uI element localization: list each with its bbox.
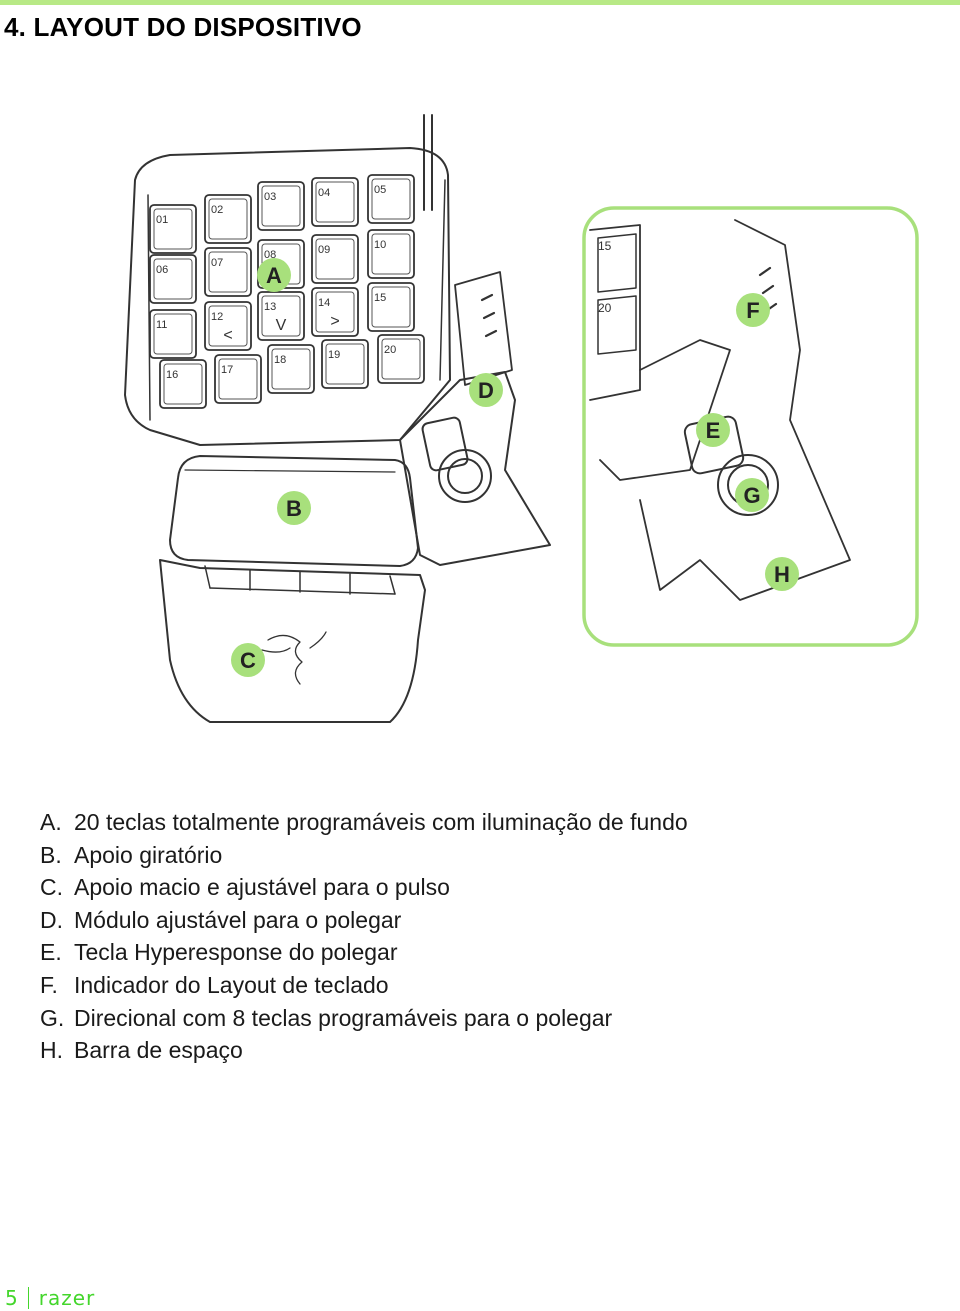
callout-g: G: [735, 478, 769, 512]
svg-text:H: H: [774, 562, 790, 587]
cable: [423, 114, 433, 211]
legend-item-h: H.Barra de espaço: [40, 1037, 243, 1064]
key-18: 18: [267, 344, 315, 394]
key-label: 09: [318, 244, 330, 256]
legend-item-f: F.Indicador do Layout de teclado: [40, 971, 389, 998]
callout-d: D: [469, 373, 503, 407]
svg-text:G: G: [743, 483, 760, 508]
brand-logo: razer: [38, 1286, 96, 1310]
legend-item-e: E.Tecla Hyperesponse do polegar: [40, 939, 398, 966]
svg-text:F: F: [746, 298, 759, 323]
key-07: 07: [204, 247, 252, 297]
key-11: 11: [149, 309, 197, 359]
key-04: 04: [311, 177, 359, 227]
key-09: 09: [311, 234, 359, 284]
key-16: 16: [159, 359, 207, 409]
key-label: 18: [274, 354, 286, 366]
key-19: 19: [321, 339, 369, 389]
key-10: 10: [367, 229, 415, 279]
legend-item-d: D.Módulo ajustável para o polegar: [40, 906, 402, 933]
wrist-rest: [159, 559, 426, 723]
key-label: 08: [264, 249, 276, 261]
key-label: 14: [318, 297, 330, 309]
key-15: 15: [367, 282, 415, 332]
page-number: 5: [5, 1286, 18, 1310]
key-label: 20: [384, 344, 396, 356]
header-accent-bar: [0, 0, 960, 5]
svg-text:A: A: [266, 263, 282, 288]
svg-text:B: B: [286, 496, 302, 521]
callout-f: F: [736, 293, 770, 327]
callouts: A B C D E F G H: [231, 258, 799, 677]
key-02: 02: [204, 194, 252, 244]
callout-e: E: [696, 413, 730, 447]
key-label: 11: [156, 319, 167, 331]
legend-item-c: C.Apoio macio e ajustável para o pulso: [40, 874, 450, 901]
inset-key-20: 20: [598, 301, 612, 315]
inset-frame: [582, 206, 919, 647]
component-legend: A.20 teclas totalmente programáveis com …: [40, 806, 688, 1067]
key-label: 02: [211, 204, 223, 216]
key-arrow: >: [330, 313, 339, 330]
legend-item-a: A.20 teclas totalmente programáveis com …: [40, 809, 688, 835]
key-12: 12<: [204, 301, 252, 351]
callout-b: B: [277, 491, 311, 525]
legend-item-b: B.Apoio giratório: [40, 841, 223, 868]
callout-a: A: [257, 258, 291, 292]
key-label: 19: [328, 349, 340, 361]
main-body: [124, 147, 451, 446]
key-05: 05: [367, 174, 415, 224]
key-arrow: V: [276, 317, 287, 334]
svg-text:E: E: [706, 418, 721, 443]
legend-item-g: G.Direcional com 8 teclas programáveis p…: [40, 1004, 613, 1031]
key-arrow: <: [223, 327, 232, 344]
key-label: 13: [264, 301, 276, 313]
key-label: 07: [211, 257, 223, 269]
key-01: 01: [149, 204, 197, 254]
key-label: 06: [156, 264, 168, 276]
svg-text:D: D: [478, 378, 494, 403]
key-label: 12: [211, 311, 223, 323]
key-20: 20: [377, 334, 425, 384]
key-label: 16: [166, 369, 178, 381]
key-label: 10: [374, 239, 386, 251]
key-label: 04: [318, 187, 330, 199]
key-14: 14>: [311, 287, 359, 337]
key-13: 13V: [257, 291, 305, 341]
key-label: 01: [156, 214, 168, 226]
key-03: 03: [257, 181, 305, 231]
callout-h: H: [765, 557, 799, 591]
key-label: 03: [264, 191, 276, 203]
key-06: 06: [149, 254, 197, 304]
key-17: 17: [214, 354, 262, 404]
footer-separator: [27, 1287, 29, 1309]
key-label: 17: [221, 364, 233, 376]
key-label: 15: [374, 292, 386, 304]
callout-c: C: [231, 643, 265, 677]
svg-text:C: C: [240, 648, 256, 673]
key-label: 05: [374, 184, 386, 196]
inset-key-15: 15: [598, 239, 612, 253]
page-title: 4. LAYOUT DO DISPOSITIVO: [4, 12, 362, 42]
page-footer: 5 razer: [5, 1285, 95, 1311]
